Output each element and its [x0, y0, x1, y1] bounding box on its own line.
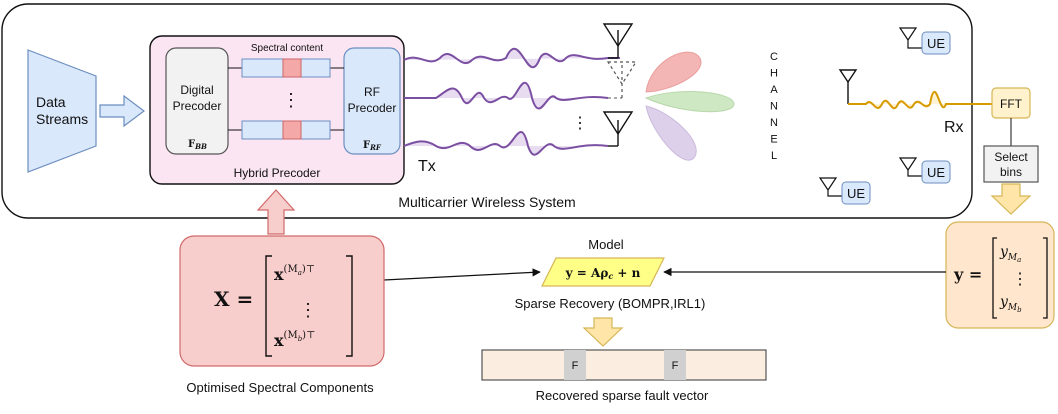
model-title: Model — [588, 237, 624, 252]
fault-vector-bar — [481, 349, 767, 381]
rx-antenna — [838, 69, 858, 104]
digital-precoder-label-2: Precoder — [173, 99, 222, 113]
select-to-y-arrow — [990, 183, 1032, 215]
fault-mark-1 — [564, 350, 586, 380]
tx-label: Tx — [418, 158, 436, 175]
x-matrix-bracket-left — [265, 255, 272, 357]
ue-label: UE — [927, 36, 945, 51]
ue-bottom: UE — [818, 177, 871, 205]
channel-letter: L — [771, 150, 777, 162]
fault-vector-label: Recovered sparse fault vector — [536, 388, 709, 403]
rf-precoder-label-2: Precoder — [348, 101, 397, 115]
x-matrix-bottom: x(Mb)⊤ — [274, 330, 315, 350]
spectral-content-label: Spectral content — [251, 43, 323, 54]
y-vector-box — [945, 221, 1055, 329]
data-to-precoder-arrow — [99, 94, 145, 128]
channel-letter: N — [770, 117, 778, 129]
select-bins-box — [983, 145, 1039, 183]
x-matrix-top: x(Ma)⊤ — [274, 264, 315, 284]
rf-precoder-symbol: FRF — [363, 140, 382, 152]
tx-antenna-bottom — [602, 111, 634, 147]
x-matrix-bracket-right — [346, 255, 353, 357]
spectral-dots: ⋮ — [282, 90, 300, 110]
ue-top-right: UE — [898, 27, 951, 55]
model-box — [541, 257, 665, 287]
y-vector-bracket-left — [992, 237, 997, 319]
fault-mark-1-label: F — [572, 360, 579, 372]
tx-waveform-bottom — [403, 131, 609, 156]
y-vector-top: yMa — [999, 244, 1021, 264]
channel-letter: E — [770, 134, 777, 146]
channel-letter: A — [770, 84, 778, 96]
rf-precoder-label-1: RF — [364, 85, 380, 99]
tx-waveform-middle — [404, 81, 622, 110]
fault-mark-2-label: F — [672, 360, 679, 372]
fft-label: FFT — [1000, 97, 1023, 111]
x-to-model-arrow — [383, 268, 541, 281]
y-vector-lhs: y = — [953, 265, 982, 284]
sparse-recovery-label: Sparse Recovery (BOMPR,IRL1) — [515, 296, 706, 311]
channel-letter: N — [770, 101, 778, 113]
y-vector-bracket-right — [1043, 237, 1048, 319]
data-streams-block — [27, 49, 97, 173]
digital-precoder-box — [165, 47, 229, 155]
select-bins-label-2: bins — [1000, 165, 1022, 179]
x-to-precoder-arrow — [256, 189, 296, 235]
tx-antenna-top — [602, 23, 634, 59]
model-to-fault-arrow — [582, 317, 624, 347]
system-boundary — [1, 3, 973, 219]
system-label: Multicarrier Wireless System — [398, 194, 575, 210]
hybrid-precoder-label: Hybrid Precoder — [234, 166, 321, 180]
antenna-dots: ⋮ — [572, 115, 588, 132]
digital-precoder-symbol: FBB — [188, 139, 207, 151]
ue-label: UE — [927, 165, 945, 180]
select-bins-label-1: Select — [994, 150, 1028, 164]
beam-lobe-red — [645, 51, 702, 93]
optimised-components-label: Optimised Spectral Components — [186, 380, 374, 395]
y-vector-dots: ⋮ — [1012, 271, 1028, 288]
spectral-bar-top — [228, 58, 344, 78]
channel-letter: C — [770, 51, 778, 63]
beam-lobe-green — [644, 90, 735, 113]
x-matrix-box — [179, 235, 385, 367]
tx-antenna-middle — [606, 61, 638, 98]
y-vector-bottom: yMb — [999, 294, 1022, 314]
x-matrix-lhs: X = — [214, 287, 253, 311]
model-equation: y = Aρc + n — [565, 266, 641, 281]
digital-precoder-label-1: Digital — [180, 83, 213, 97]
ue-label: UE — [847, 186, 865, 201]
rx-label: Rx — [944, 119, 964, 136]
channel-letter: H — [770, 68, 778, 80]
fault-mark-2 — [664, 350, 686, 380]
data-streams-label-2: Streams — [36, 111, 88, 127]
tx-waveform-top — [403, 48, 620, 68]
data-streams-label-1: Data — [36, 94, 66, 110]
spectral-bar-bottom — [228, 120, 344, 140]
rx-waveform — [848, 90, 992, 110]
x-matrix-dots: ⋮ — [299, 300, 317, 320]
ue-right: UE — [898, 157, 951, 184]
rf-precoder-box — [343, 47, 401, 155]
beam-lobe-purple — [645, 105, 697, 161]
